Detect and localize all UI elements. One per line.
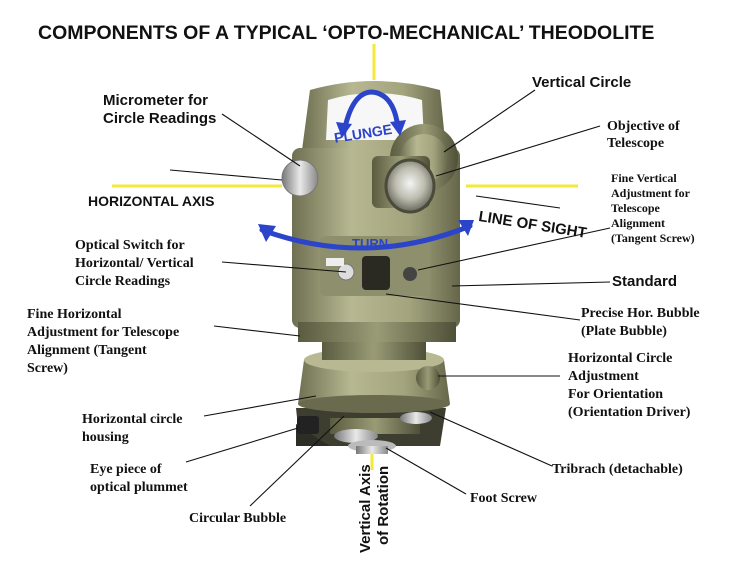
label-plate-bubble-line2: (Plate Bubble) bbox=[581, 324, 667, 339]
arrow-heads bbox=[258, 120, 474, 242]
label-fine-vertical-line1: Fine Vertical bbox=[611, 171, 677, 185]
leader-micrometer bbox=[221, 113, 301, 167]
label-objective-line1: Objective of bbox=[607, 119, 680, 134]
axis-lines bbox=[112, 44, 578, 470]
label-fine-vertical-line5: (Tangent Screw) bbox=[611, 231, 695, 245]
label-horiz-circle-adj-line4: (Orientation Driver) bbox=[568, 405, 691, 420]
label-horiz-housing-line2: housing bbox=[82, 430, 129, 445]
plunge-arrow-head-left bbox=[336, 122, 352, 138]
alidade-standard bbox=[281, 81, 460, 342]
leader-circular-bubble bbox=[249, 415, 345, 507]
label-foot-screw: Foot Screw bbox=[470, 491, 537, 506]
label-vertical-circle: Vertical Circle bbox=[532, 74, 632, 91]
label-horiz-circle-adj-line1: Horizontal Circle bbox=[568, 351, 673, 366]
leader-vertical-circle bbox=[443, 89, 536, 153]
label-horiz-circle-adj: Horizontal Circle Adjustment For Orienta… bbox=[568, 350, 690, 422]
label-fine-horizontal-line1: Fine Horizontal bbox=[27, 307, 122, 322]
label-micrometer-line1: Micrometer for bbox=[103, 92, 209, 109]
leader-objective bbox=[435, 125, 601, 177]
label-optical-switch-line1: Optical Switch for bbox=[75, 238, 185, 253]
label-fine-vertical-line4: Alignment bbox=[611, 216, 665, 230]
label-optical-switch-line3: Circle Readings bbox=[75, 274, 171, 289]
turn-arrow-head-right bbox=[458, 220, 474, 236]
leader-horiz-housing bbox=[203, 395, 317, 417]
label-plate-bubble: Precise Hor. Bubble (Plate Bubble) bbox=[581, 305, 700, 341]
label-plate-bubble-line1: Precise Hor. Bubble bbox=[581, 306, 700, 321]
label-tribrach: Tribrach (detachable) bbox=[552, 462, 683, 477]
leader-fine-vertical bbox=[417, 227, 611, 271]
leader-tribrach bbox=[429, 411, 553, 467]
turn-arrow-head-left bbox=[258, 224, 276, 242]
turn-arrow bbox=[259, 223, 473, 251]
leader-lines bbox=[169, 89, 611, 507]
label-optical-switch: Optical Switch for Horizontal/ Vertical … bbox=[75, 237, 194, 291]
label-horiz-circle-adj-line3: For Orientation bbox=[568, 387, 664, 402]
label-fine-vertical-line2: Adjustment for bbox=[611, 186, 690, 200]
plunge-arrow bbox=[341, 89, 401, 135]
label-circular-bubble: Circular Bubble bbox=[189, 511, 287, 526]
leader-line-of-sight bbox=[475, 195, 561, 209]
leader-standard bbox=[451, 281, 611, 287]
label-horiz-housing-line1: Horizontal circle bbox=[82, 412, 183, 427]
label-fine-horizontal-line4: Screw) bbox=[27, 361, 68, 376]
label-micrometer: Micrometer for Circle Readings bbox=[103, 92, 216, 128]
label-vertical-axis-line2: of Rotation bbox=[375, 465, 392, 545]
label-objective: Objective of Telescope bbox=[607, 118, 680, 152]
label-fine-horizontal-line3: Alignment (Tangent bbox=[27, 343, 147, 358]
label-vertical-axis: Vertical Axis of Rotation bbox=[357, 464, 393, 553]
tribrach-base bbox=[296, 408, 446, 454]
label-fine-horizontal-line2: Adjustment for Telescope bbox=[27, 325, 180, 340]
horizontal-circle-housing bbox=[298, 338, 450, 413]
leader-horizontal-axis bbox=[169, 169, 283, 181]
label-fine-vertical: Fine Vertical Adjustment for Telescope A… bbox=[611, 171, 695, 246]
label-turn: TURN bbox=[352, 236, 389, 251]
rotation-arrows bbox=[259, 89, 473, 251]
label-optical-switch-line2: Horizontal/ Vertical bbox=[75, 256, 194, 271]
leader-eyepiece bbox=[185, 427, 299, 463]
label-horiz-circle-adj-line2: Adjustment bbox=[568, 369, 639, 384]
label-micrometer-line2: Circle Readings bbox=[103, 110, 217, 127]
label-eyepiece-line1: Eye piece of bbox=[90, 462, 162, 477]
label-standard: Standard bbox=[612, 273, 678, 290]
label-horiz-housing: Horizontal circle housing bbox=[82, 411, 182, 447]
leader-plate-bubble bbox=[385, 293, 581, 321]
label-fine-horizontal: Fine Horizontal Adjustment for Telescope… bbox=[27, 306, 179, 378]
label-eyepiece: Eye piece of optical plummet bbox=[90, 461, 188, 497]
leader-fine-horizontal bbox=[213, 325, 301, 337]
label-vertical-axis-line1: Vertical Axis bbox=[357, 464, 374, 553]
leader-foot-screw bbox=[385, 447, 467, 495]
plunge-arrow-head-right bbox=[390, 120, 406, 136]
diagram-title: COMPONENTS OF A TYPICAL ‘OPTO-MECHANICAL… bbox=[38, 22, 655, 44]
label-eyepiece-line2: optical plummet bbox=[90, 480, 188, 495]
label-horizontal-axis: HORIZONTAL AXIS bbox=[88, 193, 215, 209]
leader-optical-switch bbox=[221, 261, 347, 273]
label-fine-vertical-line3: Telescope bbox=[611, 201, 660, 215]
label-objective-line2: Telescope bbox=[607, 136, 665, 151]
